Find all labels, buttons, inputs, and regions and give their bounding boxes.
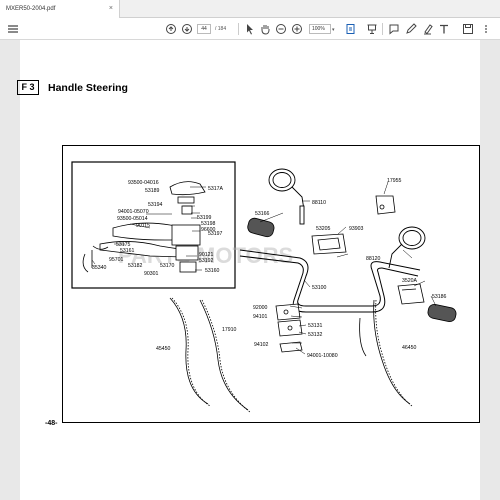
page-number-input[interactable]: 44 [197,24,211,34]
page-number: -48- [45,420,58,427]
left-lever-assembly [82,181,206,273]
pdf-toolbar: 44 / 184 100% ▾ [0,18,500,40]
right-switch [397,283,425,305]
part-label: 53170 [160,263,175,269]
part-label: 53160 [205,268,220,274]
part-label: 96600 [201,227,216,233]
fit-page-icon[interactable] [345,23,357,35]
part-label: 92000 [253,305,268,311]
part-label: 90121 [199,252,214,258]
parts-diagram-frame [62,145,480,423]
part-label: 90301 [144,271,159,277]
part-label: 53199 [197,215,212,221]
part-label: 88110 [312,200,326,206]
part-labels: 93500-04016 53189 5317A 53194 53199 5319… [92,178,447,359]
zoom-out-icon[interactable] [275,23,287,35]
comment-icon[interactable] [388,23,400,35]
part-label: 3520A [402,278,418,284]
draw-icon[interactable] [405,23,417,35]
previous-page-icon[interactable] [165,23,177,35]
part-label: 35340 [92,265,107,271]
toolbar-divider [238,23,239,35]
part-label: 53166 [255,211,270,217]
text-icon[interactable] [438,23,450,35]
part-label: 53182 [128,263,143,269]
part-label: 95701 [109,257,124,263]
part-label: 5317A [208,186,224,192]
part-label: 46450 [402,345,417,351]
part-label: 94001-10080 [307,353,338,359]
chevron-down-icon[interactable]: ▾ [332,27,335,33]
part-label: 88120 [366,256,381,262]
more-options-icon[interactable] [480,23,492,35]
part-label: 53192 [199,258,214,264]
left-mirror [268,168,305,225]
control-cables [169,297,413,413]
save-icon[interactable] [462,23,474,35]
part-label: 45450 [156,346,171,352]
part-label: 53161 [120,248,135,254]
next-page-icon[interactable] [181,23,193,35]
handlebar-clamps [275,303,303,353]
close-tab-icon[interactable]: × [108,5,113,12]
part-label: 53205 [316,226,331,232]
part-label: 93500-04016 [128,180,159,186]
right-grip [427,303,457,323]
part-label: 53194 [148,202,163,208]
toolbar-divider [382,23,383,35]
part-label: 53132 [308,332,323,338]
zoom-in-icon[interactable] [291,23,303,35]
part-label: 90115 [136,223,150,229]
tab-bar: MXER50-2004.pdf × [0,0,500,18]
hand-tool-icon[interactable] [259,23,271,35]
leader-lines [91,181,437,355]
part-label: 93903 [349,226,364,232]
handlebar [239,249,421,313]
zoom-level-select[interactable]: 100% [309,24,331,34]
part-label: 94102 [254,342,269,348]
part-label: 53175 [116,242,131,248]
part-label: 53198 [201,221,216,227]
highlight-icon[interactable] [422,23,434,35]
lever-assembly-inset [71,161,236,289]
part-label: 53197 [208,231,223,237]
throttle-housing [311,233,347,255]
bracket-17955 [375,195,396,215]
select-tool-icon[interactable] [244,23,256,35]
document-tab-title: MXER50-2004.pdf [6,6,56,12]
section-code: F 3 [17,80,39,95]
page-total: / 184 [215,26,227,32]
part-label: 53100 [312,285,327,291]
part-label: 53189 [145,188,160,194]
part-label: 17910 [222,327,237,333]
section-title: Handle Steering [48,82,128,94]
part-label: 94101 [253,314,268,320]
presentation-mode-icon[interactable] [366,23,378,35]
part-label: 53186 [432,294,447,300]
part-label: 53131 [308,323,323,329]
right-mirror [388,226,426,269]
part-label: 17955 [387,178,402,184]
left-grip [247,217,275,238]
part-label: 94001-05070 [118,209,149,215]
document-tab[interactable]: MXER50-2004.pdf × [0,0,120,18]
part-label: 93500-05014 [117,216,148,222]
menu-icon[interactable] [7,23,19,35]
